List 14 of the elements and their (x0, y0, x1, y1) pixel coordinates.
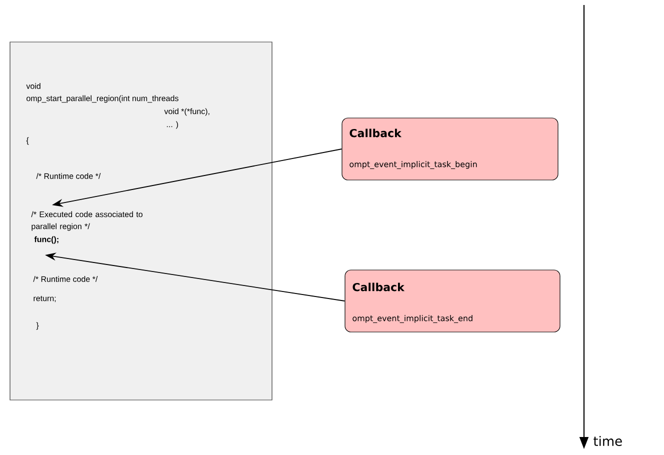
code-line: return; (34, 296, 56, 302)
code-line: } (36, 322, 39, 330)
axis-label: time (594, 436, 622, 446)
code-line: func(); (34, 236, 58, 244)
code-line: void *(*func), (164, 108, 210, 116)
code-line: /* Runtime code */ (33, 276, 98, 282)
code-line: /* Runtime code */ (36, 173, 101, 179)
code-line: void (26, 83, 40, 89)
callback-box: Callback ompt_event_implicit_task_begin (342, 118, 558, 180)
code-line: omp_start_parallel_region(int num_threads (26, 95, 178, 103)
callback-box: Callback ompt_event_implicit_task_end (344, 270, 560, 332)
code-box (10, 42, 272, 400)
code-line: { (26, 137, 29, 145)
code-line: ... ) (166, 121, 178, 129)
